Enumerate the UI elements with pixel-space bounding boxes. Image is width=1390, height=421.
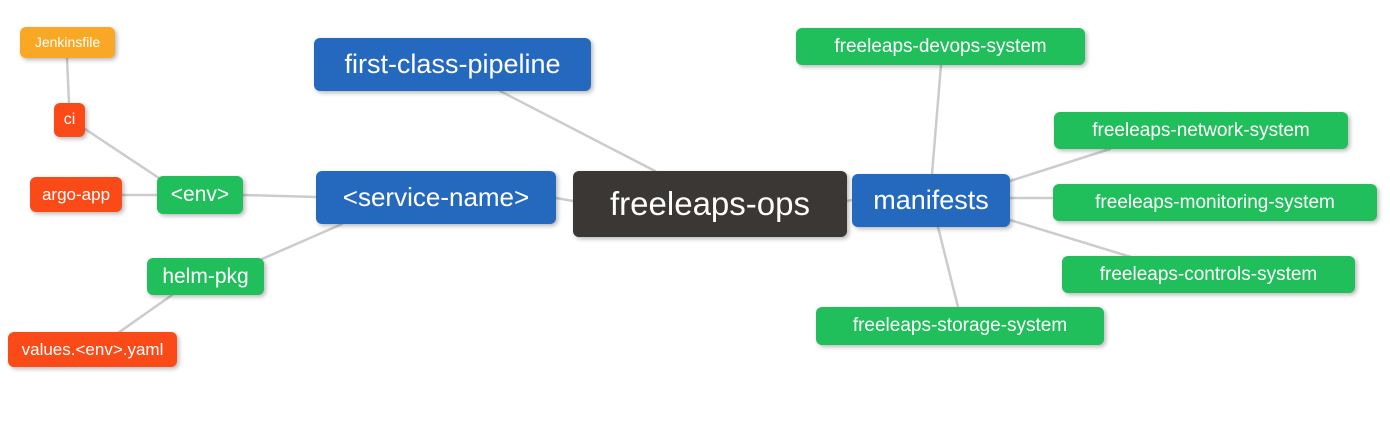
- node-argo-app[interactable]: argo-app: [30, 177, 122, 212]
- node-env[interactable]: <env>: [157, 176, 243, 214]
- node-ci[interactable]: ci: [54, 103, 85, 137]
- edge-manifests-freeleaps-controls-system: [1008, 218, 1133, 259]
- edge-manifests-freeleaps-devops-system: [930, 63, 943, 176]
- edge-manifests-freeleaps-network-system: [1008, 147, 1112, 183]
- node-first-class-pipeline[interactable]: first-class-pipeline: [314, 38, 591, 91]
- edge-manifests-freeleaps-storage-system: [936, 225, 960, 309]
- node-service-name[interactable]: <service-name>: [316, 171, 556, 224]
- node-freeleaps-devops-system[interactable]: freeleaps-devops-system: [796, 28, 1085, 65]
- edge-service-name-freeleaps-ops: [554, 196, 575, 203]
- node-jenkinsfile[interactable]: Jenkinsfile: [20, 27, 115, 58]
- edge-service-name-helm-pkg: [260, 222, 344, 261]
- node-freeleaps-monitoring-system[interactable]: freeleaps-monitoring-system: [1053, 184, 1377, 221]
- edge-ci-env: [83, 127, 164, 182]
- node-freeleaps-storage-system[interactable]: freeleaps-storage-system: [816, 307, 1104, 345]
- edge-env-service-name: [241, 193, 318, 199]
- edge-helm-pkg-values-env-yaml: [116, 293, 174, 335]
- edge-freeleaps-ops-manifests: [845, 198, 854, 203]
- edge-jenkinsfile-ci: [65, 56, 71, 105]
- node-freeleaps-ops[interactable]: freeleaps-ops: [573, 171, 847, 237]
- node-manifests[interactable]: manifests: [852, 174, 1010, 227]
- node-helm-pkg[interactable]: helm-pkg: [147, 258, 264, 295]
- edge-first-class-pipeline-freeleaps-ops: [498, 89, 657, 173]
- node-freeleaps-network-system[interactable]: freeleaps-network-system: [1054, 112, 1348, 149]
- node-values-env-yaml[interactable]: values.<env>.yaml: [8, 332, 177, 367]
- node-freeleaps-controls-system[interactable]: freeleaps-controls-system: [1062, 256, 1355, 293]
